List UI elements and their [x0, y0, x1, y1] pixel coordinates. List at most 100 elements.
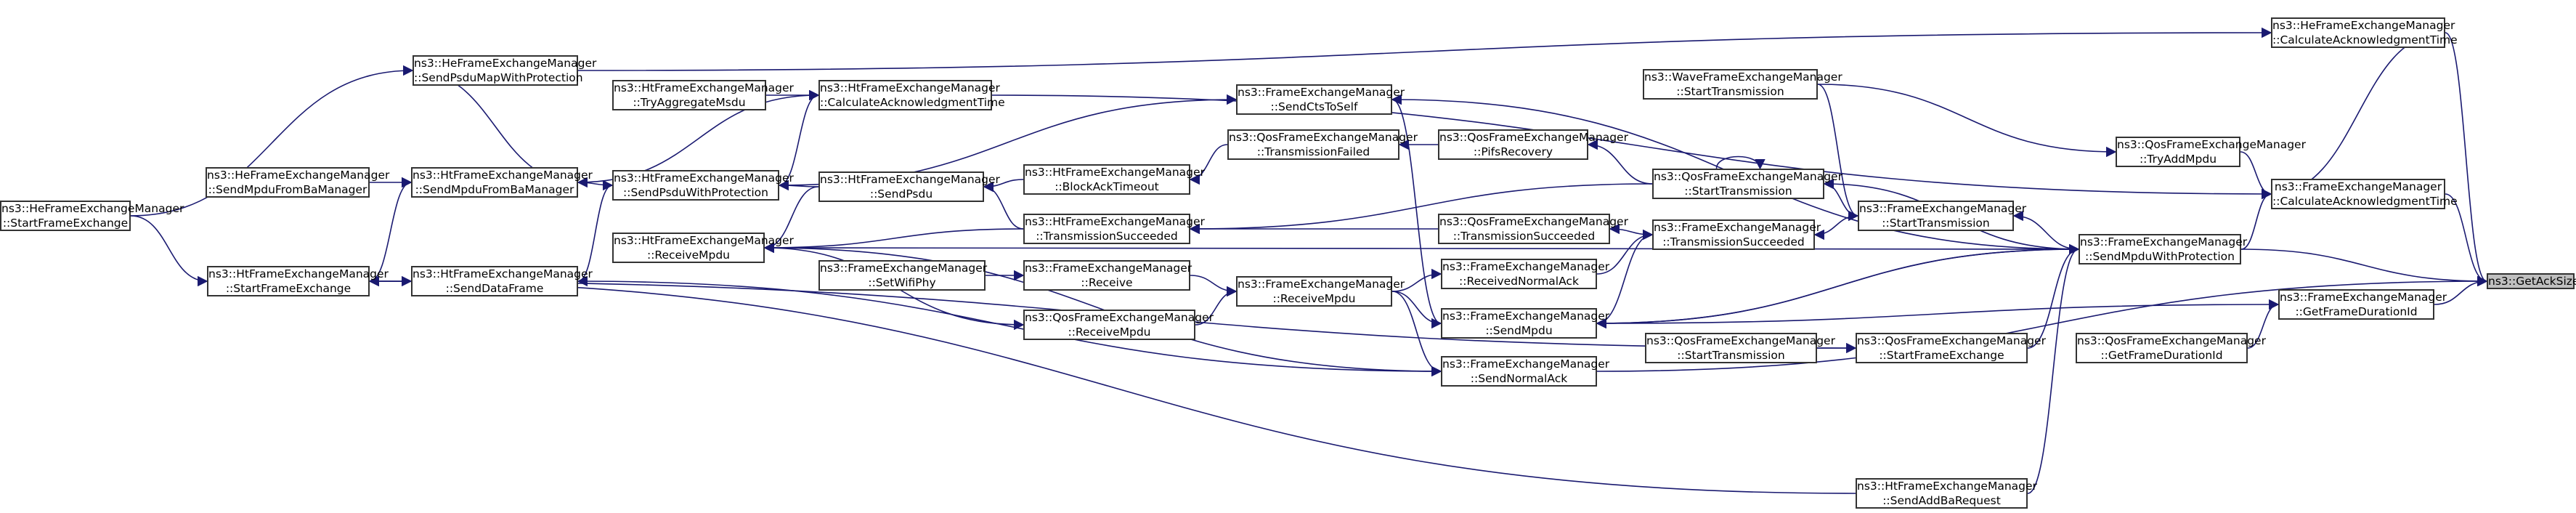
node-line: ns3::QosFrameExchangeManager	[1654, 170, 1842, 183]
node-line: ::TransmissionSucceeded	[1662, 235, 1805, 249]
edge-n27-n28	[1190, 275, 1238, 297]
node-ht-send-data-frame[interactable]: ns3::HtFrameExchangeManager::SendDataFra…	[411, 266, 593, 296]
node-fem-start-transmission[interactable]: ns3::FrameExchangeManager::StartTransmis…	[1858, 201, 2026, 231]
node-line: ::ReceiveMpdu	[646, 249, 730, 262]
node-qos-start-frame-exchange[interactable]: ns3::QosFrameExchangeManager::StartFrame…	[1856, 333, 2046, 363]
node-line: ns3::FrameExchangeManager	[1442, 260, 1610, 273]
node-qos-transmission-failed[interactable]: ns3::QosFrameExchangeManager::Transmissi…	[1227, 129, 1418, 160]
node-line: ::SendPsdu	[869, 187, 933, 201]
node-ht-try-aggregate-msdu[interactable]: ns3::HtFrameExchangeManager::TryAggregat…	[612, 80, 794, 110]
node-line: ::SendMpduWithProtection	[2085, 250, 2235, 263]
node-line: ns3::FrameExchangeManager	[1442, 358, 1610, 371]
node-ht-send-mpdu-from-ba-manager[interactable]: ns3::HtFrameExchangeManager::SendMpduFro…	[411, 167, 593, 198]
node-fem-send-mpdu-with-protection[interactable]: ns3::FrameExchangeManager::SendMpduWithP…	[2079, 234, 2247, 264]
edge-n16-n16	[1715, 155, 1766, 170]
node-ht-send-psdu-with-protection[interactable]: ns3::HtFrameExchangeManager::SendPsduWit…	[612, 170, 794, 201]
edge-n16-n19	[1189, 183, 1653, 235]
node-line: ns3::FrameExchangeManager	[1442, 310, 1610, 323]
edge-n28-n34	[1391, 291, 1442, 377]
node-fem-get-frame-duration-id[interactable]: ns3::FrameExchangeManager::GetFrameDurat…	[2278, 289, 2447, 320]
node-he-start-frame-exchange[interactable]: ns3::HeFrameExchangeManager::StartFrameE…	[0, 201, 184, 231]
node-ht-block-ack-timeout[interactable]: ns3::HtFrameExchangeManager::BlockAckTim…	[1023, 164, 1205, 195]
edge-n6-n7	[1817, 84, 2117, 158]
edge-n19-n14	[983, 181, 1024, 230]
node-line: ns3::FrameExchangeManager	[820, 262, 988, 275]
node-line: ns3::HtFrameExchangeManager	[1025, 166, 1205, 179]
edge-n22-n25	[763, 242, 2079, 254]
node-fem-receive-mpdu[interactable]: ns3::FrameExchangeManager::ReceiveMpdu	[1236, 276, 1405, 307]
node-ht-start-frame-exchange[interactable]: ns3::HtFrameExchangeManager::StartFrameE…	[207, 266, 389, 296]
edge-n16-n9	[1587, 139, 1653, 185]
node-qos-receive-mpdu[interactable]: ns3::QosFrameExchangeManager::ReceiveMpd…	[1023, 310, 1214, 340]
node-line: ::SendDataFrame	[445, 282, 544, 295]
edge-n22-n18	[2012, 210, 2079, 250]
node-line: ns3::QosFrameExchangeManager	[2077, 334, 2266, 347]
node-line: ::SendMpduFromBaManager	[415, 183, 574, 196]
edge-n36-n22	[2027, 243, 2080, 349]
node-qos-transmission-succeeded[interactable]: ns3::QosFrameExchangeManager::Transmissi…	[1438, 214, 1628, 244]
node-wave-start-transmission[interactable]: ns3::WaveFrameExchangeManager::StartTran…	[1643, 69, 1842, 100]
node-line: ns3::QosFrameExchangeManager	[1646, 334, 1835, 347]
node-line: ::StartTransmission	[1684, 185, 1792, 198]
edge-n38-n22	[2027, 243, 2080, 494]
edge-n28-n31	[1391, 291, 1442, 329]
edge-n7-n17	[2240, 151, 2272, 200]
node-line: ::SendPsduMapWithProtection	[414, 71, 583, 84]
edge-n10-n23	[130, 215, 208, 287]
node-qos-pifs-recovery[interactable]: ns3::QosFrameExchangeManager::PifsRecove…	[1438, 129, 1628, 160]
node-qos-start-transmission-2[interactable]: ns3::QosFrameExchangeManager::StartTrans…	[1645, 333, 1835, 363]
node-line: ::TryAddMpdu	[2139, 153, 2217, 166]
node-qos-try-add-mpdu[interactable]: ns3::QosFrameExchangeManager::TryAddMpdu	[2116, 137, 2306, 167]
node-line: ns3::GetAckSize	[2488, 275, 2576, 288]
node-ht-send-psdu[interactable]: ns3::HtFrameExchangeManager::SendPsdu	[818, 171, 1000, 202]
node-line: ::TransmissionFailed	[1256, 145, 1370, 158]
node-qos-get-frame-duration-id[interactable]: ns3::QosFrameExchangeManager::GetFrameDu…	[2076, 333, 2266, 363]
node-line: ::TransmissionSucceeded	[1452, 230, 1596, 243]
edge-n10-n1	[130, 65, 414, 217]
node-he-calculate-acknowledgment-time[interactable]: ns3::HeFrameExchangeManager::CalculateAc…	[2271, 17, 2458, 48]
edge-n34-n24	[577, 275, 1442, 372]
node-line: ns3::HtFrameExchangeManager	[413, 169, 593, 182]
node-line: ns3::HtFrameExchangeManager	[614, 234, 794, 247]
node-line: ns3::HeFrameExchangeManager	[1, 202, 184, 215]
node-fem-transmission-succeeded[interactable]: ns3::FrameExchangeManager::TransmissionS…	[1652, 219, 1821, 250]
node-line: ns3::FrameExchangeManager	[1238, 278, 1405, 291]
node-he-send-mpdu-from-ba-manager[interactable]: ns3::HeFrameExchangeManager::SendMpduFro…	[206, 167, 390, 198]
node-line: ns3::HtFrameExchangeManager	[208, 267, 389, 280]
node-fem-send-cts-to-self[interactable]: ns3::FrameExchangeManager::SendCtsToSelf	[1236, 84, 1405, 115]
node-line: ::Receive	[1081, 276, 1133, 289]
edge-n8-n15	[1189, 144, 1228, 185]
node-line: ::CalculateAcknowledgmentTime	[2272, 33, 2458, 47]
node-line: ns3::HtFrameExchangeManager	[413, 267, 593, 280]
edge-n37-n33	[2247, 299, 2280, 349]
node-line: ns3::HtFrameExchangeManager	[820, 81, 1000, 94]
node-fem-send-mpdu[interactable]: ns3::FrameExchangeManager::SendMpdu	[1441, 308, 1610, 339]
node-line: ns3::HeFrameExchangeManager	[414, 57, 597, 70]
node-qos-start-transmission[interactable]: ns3::QosFrameExchangeManager::StartTrans…	[1652, 169, 1842, 199]
node-line: ns3::HeFrameExchangeManager	[207, 169, 390, 182]
node-he-send-psdu-map-with-protection[interactable]: ns3::HeFrameExchangeManager::SendPsduMap…	[413, 55, 597, 86]
node-ht-calculate-acknowledgment-time[interactable]: ns3::HtFrameExchangeManager::CalculateAc…	[818, 80, 1005, 110]
node-fem-send-normal-ack[interactable]: ns3::FrameExchangeManager::SendNormalAck	[1441, 356, 1610, 387]
node-line: ns3::QosFrameExchangeManager	[1229, 131, 1418, 144]
node-fem-receive[interactable]: ns3::FrameExchangeManager::Receive	[1023, 260, 1192, 291]
node-line: ::StartTransmission	[1676, 85, 1784, 98]
node-line: ns3::QosFrameExchangeManager	[2117, 138, 2306, 151]
node-line: ns3::HtFrameExchangeManager	[614, 171, 794, 185]
edge-n29-n28	[1195, 286, 1238, 326]
node-ht-send-add-ba-request[interactable]: ns3::HtFrameExchangeManager::SendAddBaRe…	[1856, 478, 2037, 509]
node-fem-set-wifi-phy[interactable]: ns3::FrameExchangeManager::SetWifiPhy	[818, 260, 988, 291]
node-ht-receive-mpdu[interactable]: ns3::HtFrameExchangeManager::ReceiveMpdu	[612, 233, 794, 263]
edge-n14-n25	[763, 186, 819, 254]
edge-n2-n32	[2445, 32, 2488, 287]
node-line: ::SendCtsToSelf	[1270, 100, 1358, 113]
node-fem-received-normal-ack[interactable]: ns3::FrameExchangeManager::ReceivedNorma…	[1441, 259, 1610, 289]
edge-n19-n25	[763, 228, 1024, 254]
node-fem-calculate-acknowledgment-time[interactable]: ns3::FrameExchangeManager::CalculateAckn…	[2271, 179, 2458, 209]
edge-n34-n32	[1596, 275, 2488, 372]
edge-n33-n31	[1596, 304, 2279, 329]
node-line: ns3::QosFrameExchangeManager	[1439, 131, 1628, 144]
node-ht-transmission-succeeded[interactable]: ns3::HtFrameExchangeManager::Transmissio…	[1023, 214, 1205, 244]
edge-n13-n12	[577, 177, 613, 188]
node-get-ack-size-root: ns3::GetAckSize	[2487, 273, 2576, 289]
